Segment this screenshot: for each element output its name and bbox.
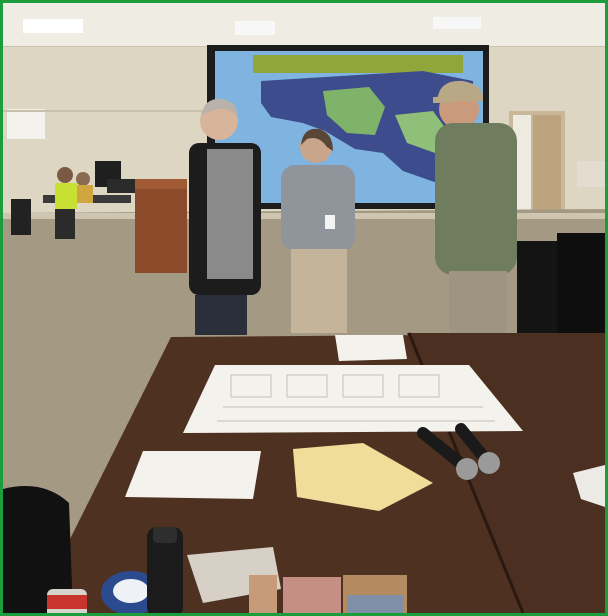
thermos [147,527,183,613]
wall-whiteboard [7,109,45,139]
document-sheet [125,451,261,499]
paper-top [335,335,407,361]
photo-print [283,577,341,613]
microphone [417,427,478,480]
foreground-chair [3,486,73,613]
meeting-room-photo [3,3,605,613]
projected-map-banner [253,55,463,73]
ceiling [3,3,605,47]
ceiling-light [433,17,481,29]
microphone [455,423,500,474]
safety-vest [55,183,77,209]
yellow-papers [293,443,433,511]
id-badge [325,215,335,229]
paper-right-edge [573,465,605,507]
person-right [433,80,517,333]
podium [135,179,187,273]
person-left [189,98,261,335]
cap [437,80,484,101]
ceiling-light [23,19,83,33]
seating-chart-paper [183,365,523,433]
office-chair [11,199,31,235]
person-middle [281,128,355,333]
ceiling-light [235,21,275,35]
door [533,115,561,221]
photo-print [249,575,277,613]
